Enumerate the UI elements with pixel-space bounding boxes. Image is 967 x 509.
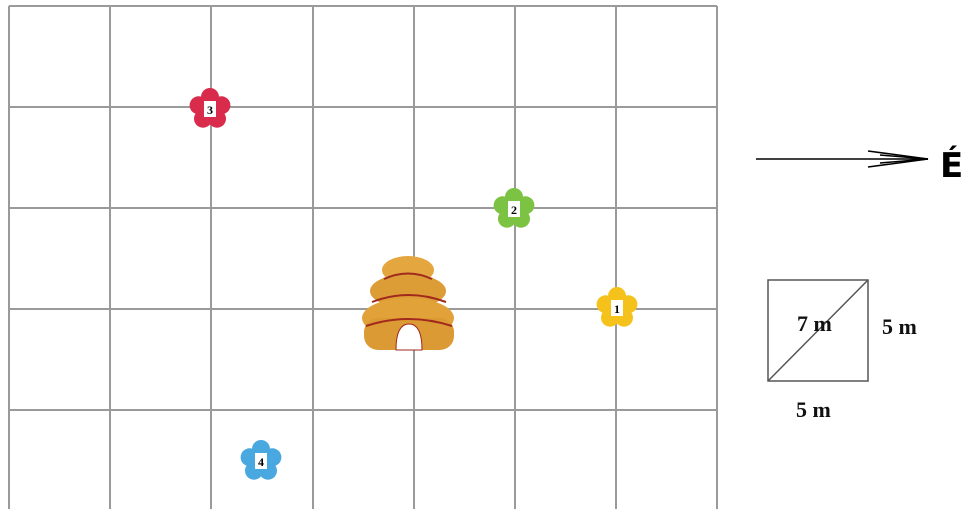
flower-3-label: 3 (207, 103, 213, 117)
scale-diagonal-label: 7 m (797, 311, 832, 337)
beehive-icon (362, 256, 454, 350)
flower-4-label: 4 (258, 455, 264, 469)
flower-4-icon: 4 (241, 440, 282, 480)
scale-side-bottom-label: 5 m (796, 397, 831, 423)
flower-2-icon: 2 (494, 188, 535, 228)
east-label: É (940, 146, 963, 186)
east-arrow-icon (756, 151, 928, 167)
flower-3-icon: 3 (190, 88, 231, 128)
flower-1-icon: 1 (597, 287, 638, 327)
map-grid (9, 6, 717, 509)
flower-1-label: 1 (614, 302, 620, 316)
flower-2-label: 2 (511, 203, 517, 217)
scale-side-right-label: 5 m (882, 314, 917, 340)
